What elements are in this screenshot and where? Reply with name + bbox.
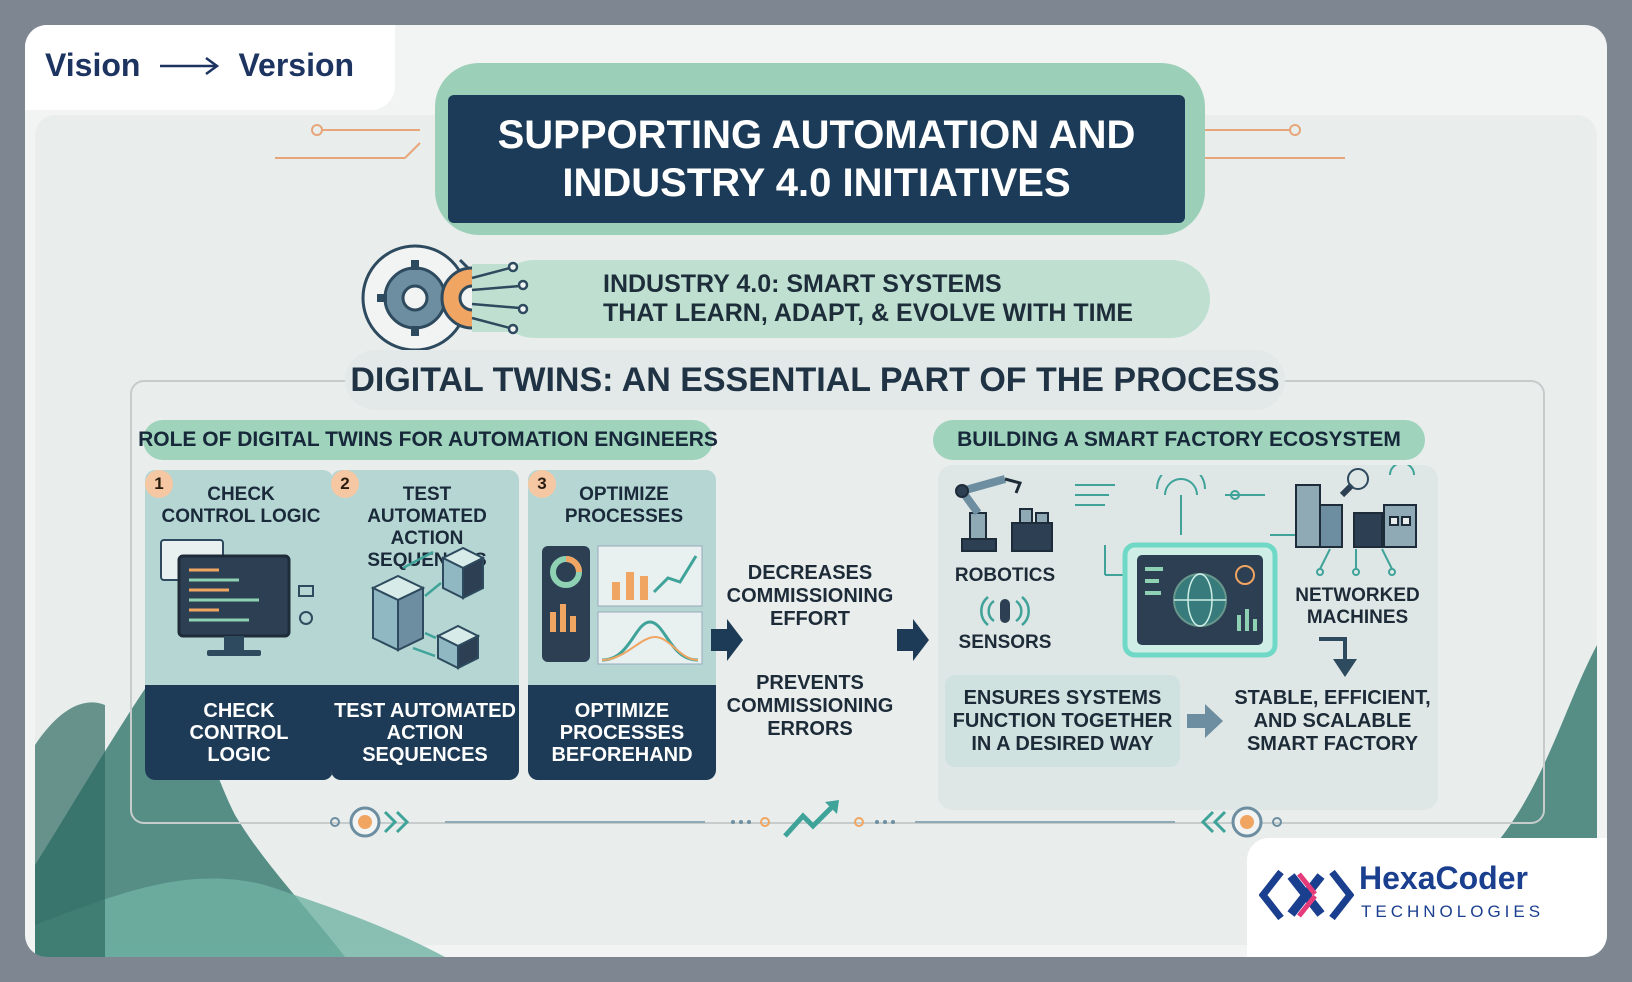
step-number-badge: 2 [331,470,359,498]
step-outcome: TEST AUTOMATED ACTION SEQUENCES [331,685,519,780]
step-number-badge: 1 [145,470,173,498]
brand-vision: Vision [45,47,141,83]
sensors-label: SENSORS [958,632,1052,653]
step-number-badge: 3 [528,470,556,498]
central-control-screen-icon [1075,475,1295,658]
step-title: OPTIMIZE PROCESSES [564,484,684,527]
section-title: DIGITAL TWINS: AN ESSENTIAL PART OF THE … [345,350,1285,410]
step-card-test-sequences: TEST AUTOMATED ACTION SEQUENCES TEST AUT… [331,470,519,780]
benefit-prevents-errors: PREVENTS COMMISSIONING ERRORS [726,672,894,740]
industry-subtitle: INDUSTRY 4.0: SMART SYSTEMS THAT LEARN, … [495,260,1210,338]
main-title: SUPPORTING AUTOMATION AND INDUSTRY 4.0 I… [448,95,1185,223]
robotics-label: ROBOTICS [954,565,1056,586]
brand-heading: Vision Version [45,47,354,84]
long-right-arrow-icon [160,56,220,75]
robot-arm-icon [955,475,1053,552]
smart-factory-result: STABLE, EFFICIENT, AND SCALABLE SMART FA… [1234,687,1431,755]
ensures-systems-text: ENSURES SYSTEMS FUNCTION TOGETHER IN A D… [952,686,1173,755]
ensures-systems-box: ENSURES SYSTEMS FUNCTION TOGETHER IN A D… [945,675,1180,767]
benefit-decreases-effort: DECREASES COMMISSIONING EFFORT [726,562,894,630]
logo-name: HexaCoder [1359,860,1528,896]
networked-machines-icon [1295,465,1417,576]
monitor-code-icon [160,539,314,656]
step-card-check-logic: CHECK CONTROL LOGIC CHECK CONTROL LOGIC [145,470,333,780]
company-logo: HexaCoder TECHNOLOGIES [1247,838,1607,957]
step-card-optimize: OPTIMIZE PROCESSES OPTIMIZE PROCESSES BE… [528,470,716,780]
arrow-right-icon [1187,704,1223,738]
step-title: CHECK CONTROL LOGIC [161,484,321,527]
bottom-decoration [330,800,1282,838]
logo-subtitle: TECHNOLOGIES [1361,902,1545,921]
brand-version: Version [238,47,355,83]
step-outcome: OPTIMIZE PROCESSES BEFOREHAND [528,685,716,780]
ecosystem-heading: BUILDING A SMART FACTORY ECOSYSTEM [933,420,1425,460]
sensor-icon [980,596,1030,626]
role-heading: ROLE OF DIGITAL TWINS FOR AUTOMATION ENG… [138,420,718,460]
arrow-right-icon [897,619,929,661]
infographic-card: Vision Version SUPPORTING AUTOMATION AND… [25,25,1607,957]
gear-circuit-icon [361,244,529,352]
arrow-down-right-icon [1319,637,1357,677]
brand-tab: Vision Version [25,25,395,110]
servers-network-icon [370,546,486,670]
hexacoder-logo-icon [1259,869,1354,921]
networked-machines-label: NETWORKED MACHINES [1295,585,1420,628]
analytics-dashboard-icon [542,545,703,665]
arrow-right-icon [711,619,743,661]
step-outcome: CHECK CONTROL LOGIC [145,685,333,780]
